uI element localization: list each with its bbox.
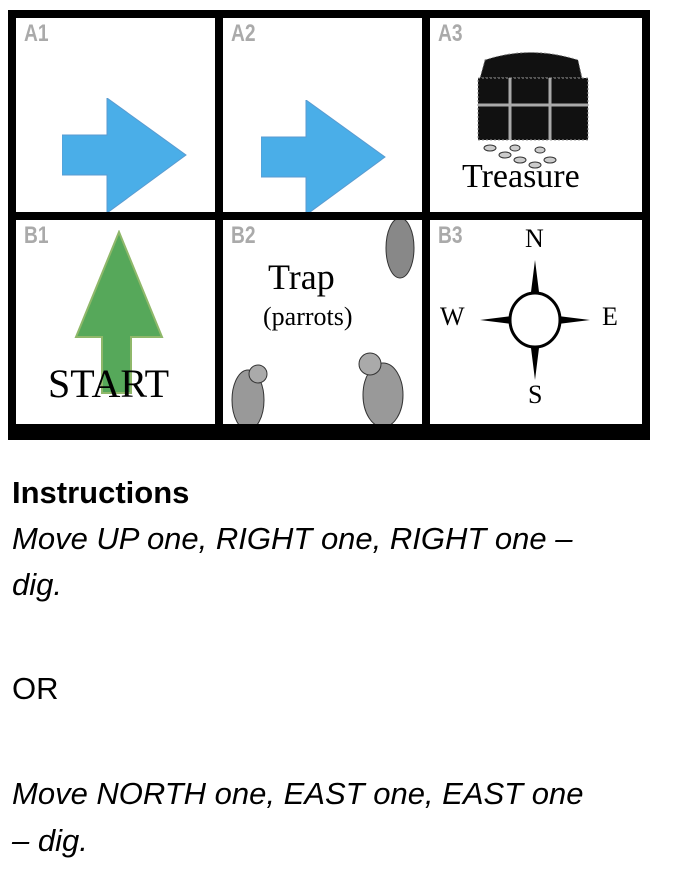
instruction-line-2-cont: – dig. [12, 823, 88, 858]
cell-label: B3 [438, 222, 463, 249]
parrot-icon [358, 352, 404, 424]
trap-label: Trap [268, 257, 335, 297]
cell-b2: B2 Trap (parrots) [223, 220, 422, 424]
instruction-line-1: Move UP one, RIGHT one, RIGHT one – [12, 521, 573, 556]
parrot-icon [231, 364, 268, 424]
compass-south: S [528, 380, 543, 409]
arrow-up-icon [74, 230, 164, 394]
cell-label: B2 [231, 222, 256, 249]
treasure-label: Treasure [462, 158, 580, 195]
instructions-heading: Instructions [12, 475, 190, 510]
compass-rose-icon [480, 260, 590, 380]
cell-a3: A3 Treasure [430, 18, 642, 212]
cell-label: B1 [24, 222, 49, 249]
compass-east: E [602, 302, 618, 331]
treasure-map-grid: A1 A2 A3 Treasure B1 START B2 Trap (parr… [8, 10, 650, 440]
cell-a2: A2 [223, 18, 422, 212]
parrots-label: (parrots) [263, 302, 353, 331]
compass-west: W [440, 302, 465, 331]
cell-label: A2 [231, 20, 256, 47]
or-text: OR [12, 671, 59, 706]
cell-b3: B3 N S W E [430, 220, 642, 424]
treasure-chest-icon [477, 52, 589, 169]
cell-label: A3 [438, 20, 463, 47]
cell-label: A1 [24, 20, 49, 47]
cell-b1: B1 START [16, 220, 215, 424]
start-label: START [48, 361, 170, 406]
compass-north: N [525, 224, 544, 253]
arrow-right-icon [261, 100, 386, 212]
instruction-line-1-cont: dig. [12, 567, 62, 602]
arrow-right-icon [62, 98, 187, 212]
parrot-icon [385, 220, 415, 279]
instruction-line-2: Move NORTH one, EAST one, EAST one [12, 776, 584, 811]
cell-a1: A1 [16, 18, 215, 212]
